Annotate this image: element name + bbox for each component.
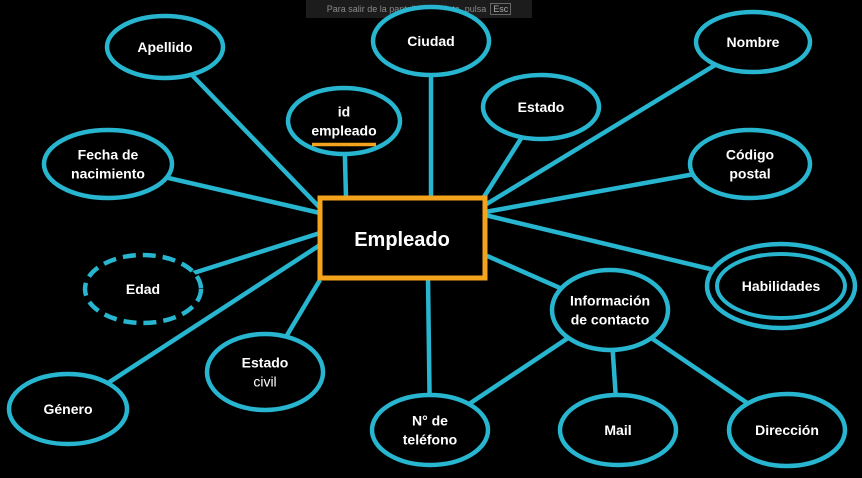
attribute-edad-label-1: Edad — [126, 281, 160, 297]
attribute-informacion-contacto-ellipse — [549, 267, 671, 353]
entity-label: Empleado — [354, 229, 450, 251]
attribute-telefono: N° de teléfono — [369, 392, 491, 468]
attribute-id-empleado-label-1: id — [338, 104, 350, 120]
attribute-apellido-label-1: Apellido — [137, 39, 192, 55]
attribute-genero-label-1: Género — [43, 401, 92, 417]
attribute-nombre-ellipse — [693, 9, 813, 75]
attribute-edad: Edad — [82, 252, 204, 326]
attribute-estado-civil-label-1: Estado — [242, 355, 289, 371]
attribute-direccion: Dirección — [726, 391, 848, 469]
attribute-mail-label-1: Mail — [604, 422, 631, 438]
esc-key-hint: Esc — [490, 3, 512, 15]
attribute-genero: Género — [6, 371, 130, 447]
attribute-fecha-nacimiento: Fecha de nacimiento — [41, 127, 175, 201]
attribute-telefono-label-1: N° de — [412, 413, 448, 429]
attribute-fecha-nacimiento-ellipse — [41, 127, 175, 201]
attribute-informacion-contacto: Información de contacto — [549, 267, 671, 353]
attribute-id-empleado: id empleado — [285, 85, 403, 157]
attribute-genero-ellipse — [6, 371, 130, 447]
attribute-edad-ellipse — [82, 252, 204, 326]
attribute-estado-civil-ellipse — [204, 331, 326, 413]
attribute-codigo-postal-label-1: Código — [726, 147, 774, 163]
attribute-codigo-postal-label-2: postal — [729, 166, 770, 182]
attribute-estado-civil-label-2: civil — [253, 374, 276, 390]
entity-empleado: Empleado — [317, 195, 488, 281]
attribute-fecha-nacimiento-label-2: nacimiento — [71, 166, 145, 182]
attribute-mail: Mail — [557, 392, 679, 468]
attribute-telefono-label-2: teléfono — [403, 432, 457, 448]
attribute-id-empleado-label-2: empleado — [311, 123, 376, 139]
attribute-codigo-postal-ellipse — [687, 127, 813, 201]
attribute-ciudad-label-1: Ciudad — [407, 33, 454, 49]
attribute-apellido: Apellido — [104, 13, 226, 81]
edge-nombre — [483, 40, 755, 207]
attribute-nombre-label-1: Nombre — [727, 34, 780, 50]
attribute-telefono-ellipse — [369, 392, 491, 468]
entity-box — [317, 195, 488, 281]
attribute-habilidades-inner-ellipse — [715, 252, 847, 320]
attribute-habilidades-label-1: Habilidades — [742, 278, 821, 294]
attribute-habilidades: Habilidades — [704, 241, 858, 331]
attribute-ciudad-ellipse — [370, 4, 492, 78]
attribute-nombre: Nombre — [693, 9, 813, 75]
edge-genero — [66, 243, 322, 411]
attribute-estado: Estado — [480, 72, 602, 142]
attribute-fecha-nacimiento-label-1: Fecha de — [78, 147, 139, 163]
attribute-habilidades-ellipse — [704, 241, 858, 331]
attribute-estado-ellipse — [480, 72, 602, 142]
attribute-informacion-contacto-label-1: Información — [570, 293, 650, 309]
attribute-estado-label-1: Estado — [518, 99, 565, 115]
attribute-informacion-contacto-label-2: de contacto — [571, 312, 650, 328]
attribute-mail-ellipse — [557, 392, 679, 468]
attribute-estado-civil: Estado civil — [204, 331, 326, 413]
attribute-ciudad: Ciudad — [370, 4, 492, 78]
attribute-direccion-label-1: Dirección — [755, 422, 819, 438]
attribute-direccion-ellipse — [726, 391, 848, 469]
attribute-id-empleado-ellipse — [285, 85, 403, 157]
attribute-apellido-ellipse — [104, 13, 226, 81]
attribute-codigo-postal: Código postal — [687, 127, 813, 201]
